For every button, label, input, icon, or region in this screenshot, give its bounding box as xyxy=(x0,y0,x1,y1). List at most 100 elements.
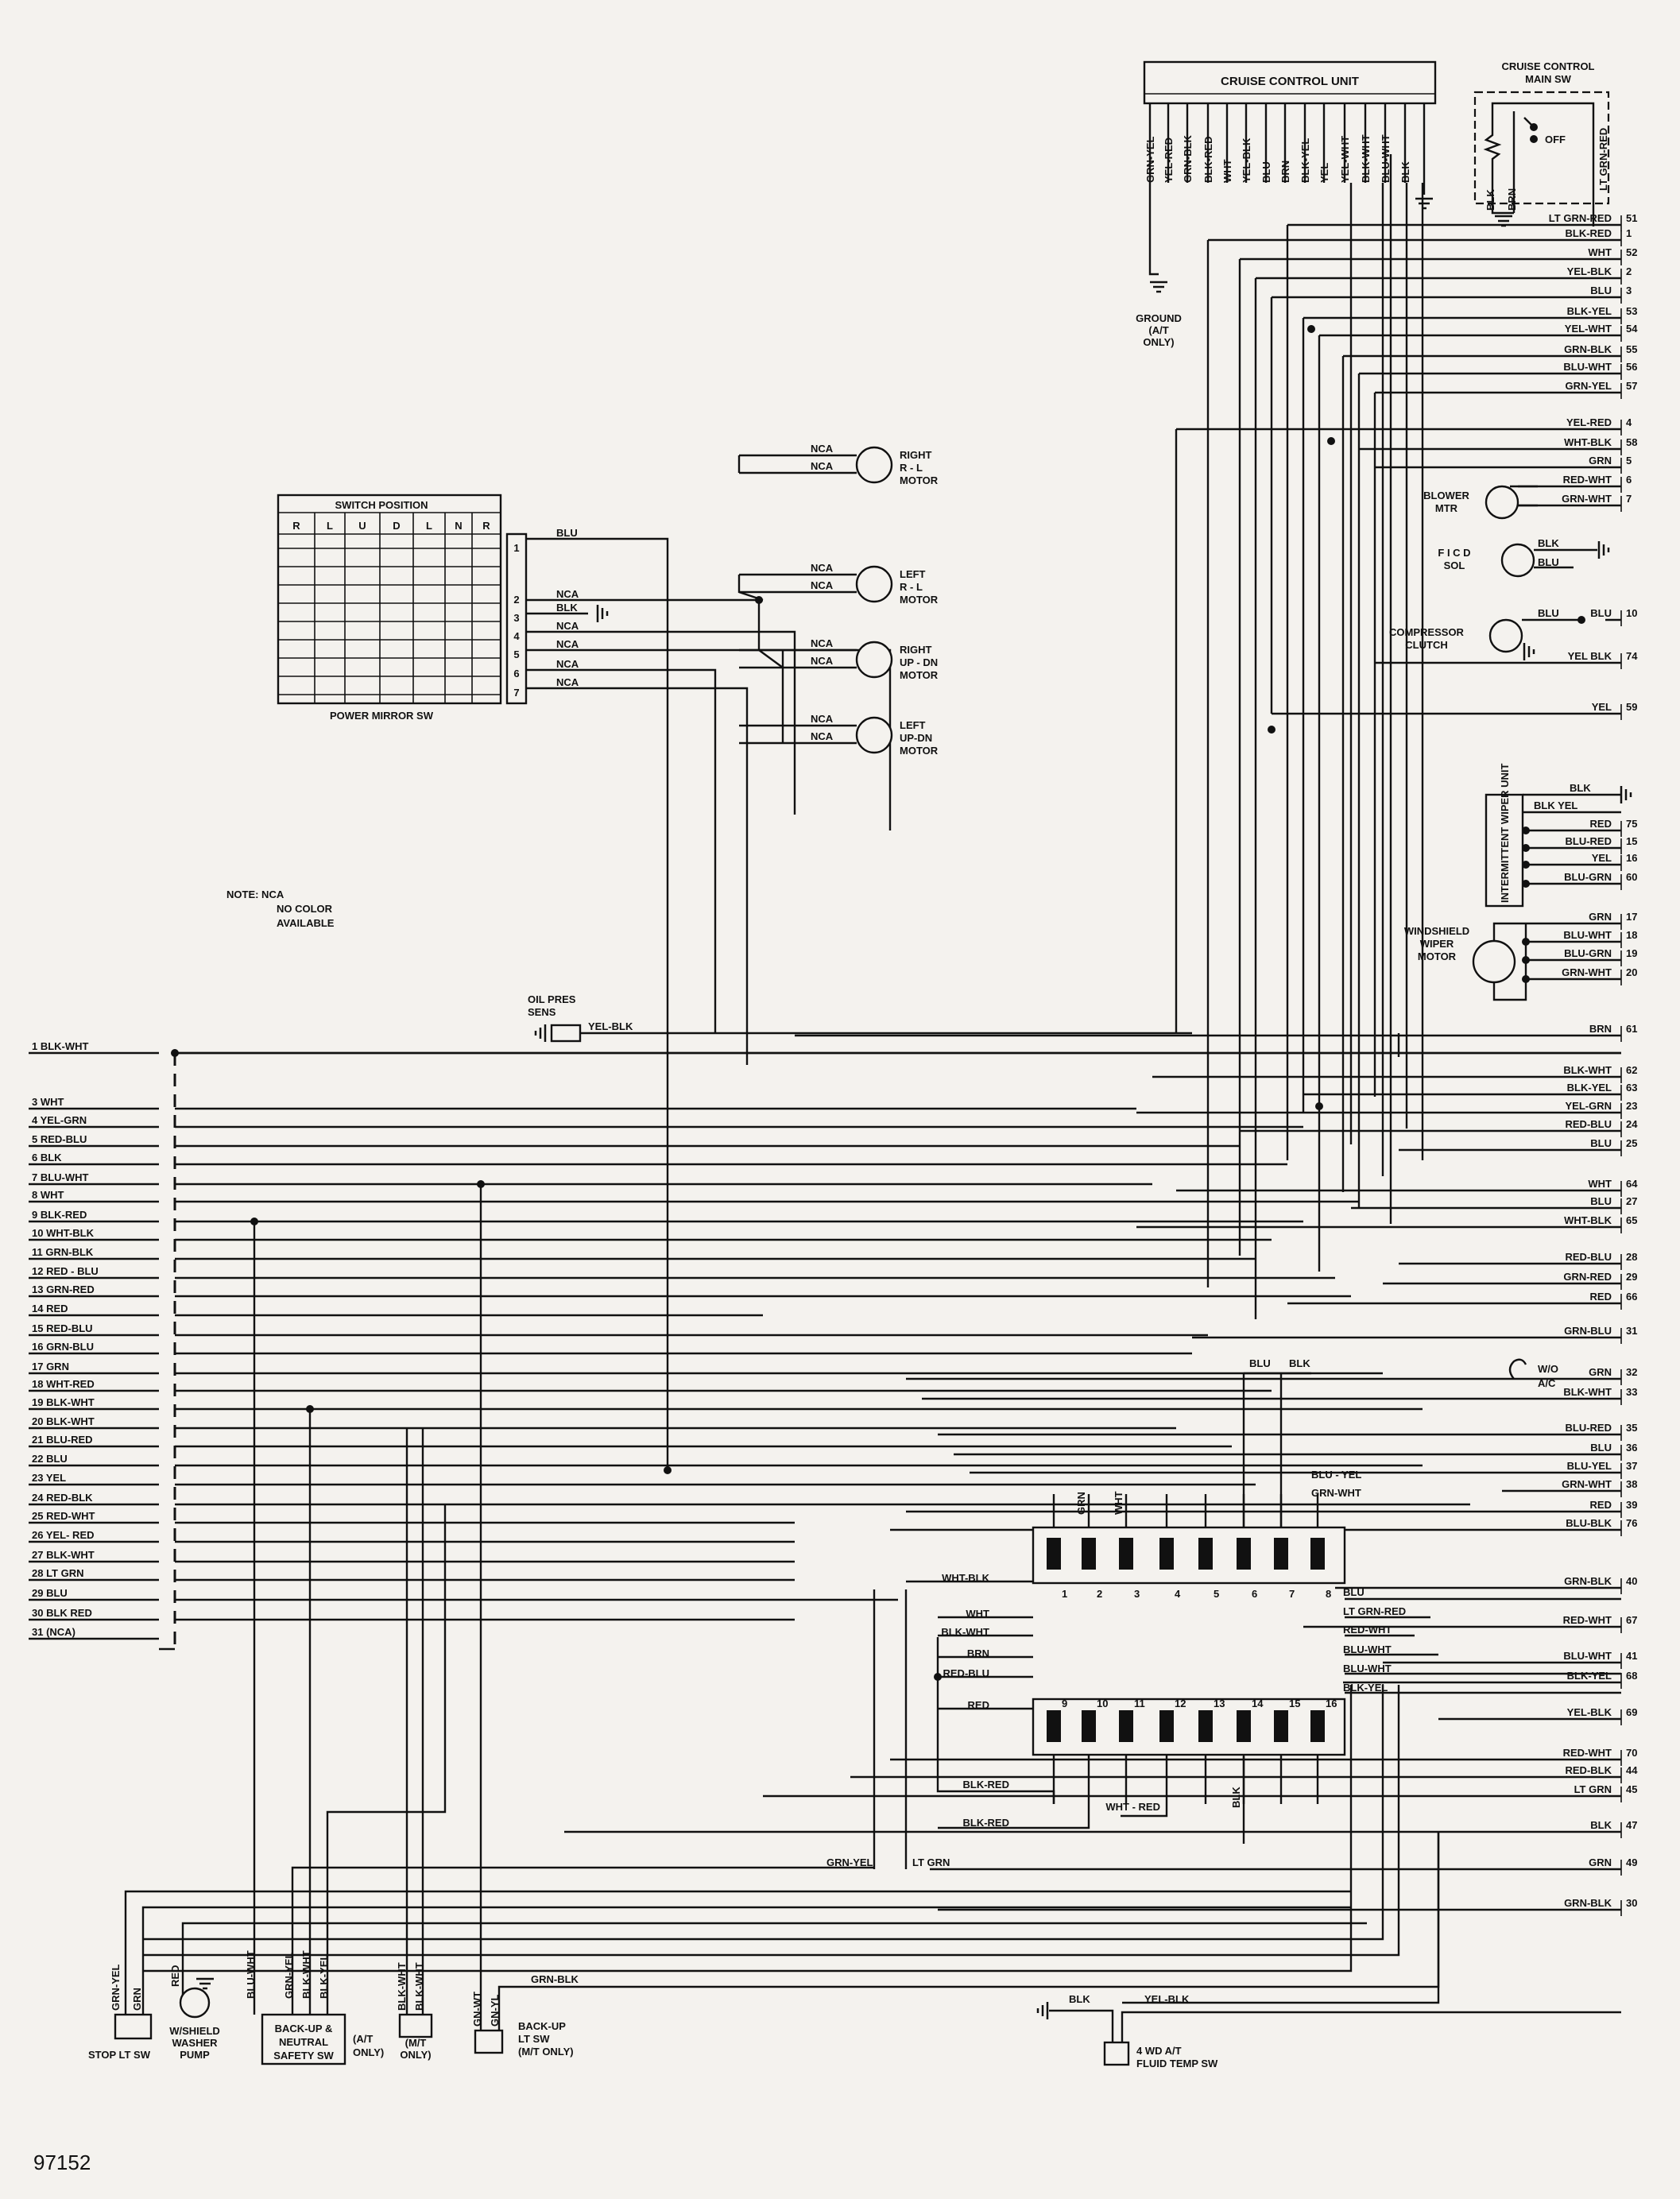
right-connector-wire-label: BLU xyxy=(1590,1137,1612,1149)
ground-icon xyxy=(1036,2002,1049,2019)
right-connector-wire-label: RED xyxy=(1590,1499,1612,1511)
right-connector-num: 27 xyxy=(1626,1195,1637,1207)
connector-pin xyxy=(1237,1710,1251,1742)
right-connector-num: 66 xyxy=(1626,1291,1637,1303)
right-connector-wire-label: BLU-WHT xyxy=(1563,1650,1612,1662)
cruise-unit-wire-label: GRN-YEL xyxy=(1144,136,1156,183)
right-connector-num: 75 xyxy=(1626,818,1637,830)
mirror-motor-label: RIGHT xyxy=(900,644,932,656)
connector-pin xyxy=(1198,1710,1213,1742)
left-connector-label: 15 RED-BLU xyxy=(32,1322,93,1334)
mirror-motor-wire-label: NCA xyxy=(811,637,834,649)
wo-ac-symbol xyxy=(1508,1358,1527,1380)
backup-neutral-note: ONLY) xyxy=(353,2046,384,2058)
ficd-label: F I C D xyxy=(1438,547,1470,559)
backup-neutral-wire-label: BLK-YEL xyxy=(318,1954,330,1999)
connector-pin xyxy=(1274,1538,1288,1570)
left-connector-label: 8 WHT xyxy=(32,1189,64,1201)
backup-lt-wire xyxy=(497,1832,1440,2031)
backup-neutral-wire-label: GRN-YEL xyxy=(283,1952,295,1999)
right-connector-wire-label: RED-WHT xyxy=(1563,474,1612,486)
right-connector-num: 5 xyxy=(1626,455,1632,467)
junction-dot xyxy=(1522,956,1530,964)
right-connector-wire-label: RED xyxy=(1590,818,1612,830)
right-connector-num: 2 xyxy=(1626,265,1632,277)
cruise-unit-wire-label: BLU-WHT xyxy=(1380,134,1392,183)
right-connector-num: 41 xyxy=(1626,1650,1637,1662)
right-connector-num: 1 xyxy=(1626,227,1632,239)
connector-pin xyxy=(1047,1710,1061,1742)
stop-lt-wire xyxy=(141,1906,1351,2015)
power-mirror-wire-label: NCA xyxy=(556,658,579,670)
ficd-wire-label: BLU xyxy=(1538,556,1559,568)
junction-dot xyxy=(1522,861,1530,869)
ficd-label: SOL xyxy=(1444,559,1465,571)
right-connector-num: 51 xyxy=(1626,212,1637,224)
connector-top-right-label: BLU - YEL xyxy=(1311,1469,1361,1481)
mirror-motor-label: MOTOR xyxy=(900,594,939,606)
connector-pin-number: 16 xyxy=(1326,1698,1337,1709)
right-connector-wire-label: WHT-BLK xyxy=(1564,1214,1612,1226)
switch-position-label: L xyxy=(327,520,333,532)
right-connector-wire-label: BLU-RED xyxy=(1566,1422,1612,1434)
right-connector-num: 65 xyxy=(1626,1214,1637,1226)
wiper-unit-wire-label: BLK YEL xyxy=(1534,799,1577,811)
ground-wire xyxy=(1148,183,1159,276)
power-mirror-wire xyxy=(526,630,796,815)
right-connector-wire-label: YEL-RED xyxy=(1566,416,1612,428)
junction-dot xyxy=(250,1218,258,1225)
right-connector-num: 16 xyxy=(1626,852,1637,864)
right-connector-wire-label: BRN xyxy=(1589,1023,1612,1035)
cruise-main-sw-wire xyxy=(1491,102,1595,226)
windshield-wiper-motor-icon xyxy=(1472,939,1516,984)
right-connector-wire-label: BLU-GRN xyxy=(1564,871,1612,883)
mirror-motor-wire-label: NCA xyxy=(811,579,834,591)
junction-dot xyxy=(1522,844,1530,852)
left-connector-label: 18 WHT-RED xyxy=(32,1378,95,1390)
mirror-motor-wire-label: NCA xyxy=(811,562,834,574)
oil-pres-label: SENS xyxy=(528,1006,556,1018)
connector-pin-number: 1 xyxy=(1062,1588,1067,1600)
power-mirror-pin: 6 xyxy=(513,668,519,679)
washer-wire xyxy=(181,1922,1367,1995)
fluid-temp-sw xyxy=(1103,2041,1130,2066)
right-connector-num: 30 xyxy=(1626,1897,1637,1909)
right-connector-num: 17 xyxy=(1626,911,1637,923)
fluid-temp-route xyxy=(1122,1832,1440,2004)
right-connector-num: 49 xyxy=(1626,1856,1637,1868)
washer-label: WASHER xyxy=(172,2037,218,2049)
right-connector-wire-label: GRN-BLK xyxy=(1564,343,1612,355)
right-connector-wire-label: BLU-YEL xyxy=(1567,1460,1612,1472)
return-wire xyxy=(143,1685,1384,1941)
right-connector-wire-label: GRN-WHT xyxy=(1562,1478,1612,1490)
power-mirror-pin: 7 xyxy=(513,687,519,699)
right-connector-wire-label: GRN-BLK xyxy=(1564,1897,1612,1909)
stop-lt-wire-label: GRN-YEL xyxy=(110,1964,122,2011)
left-connector-label: 21 BLU-RED xyxy=(32,1434,93,1446)
wiper-motor-label: WIPER xyxy=(1420,938,1454,950)
cruise-unit-wire-label: GRN-BLK xyxy=(1182,134,1194,183)
wire-layer xyxy=(29,102,1622,2042)
mirror-motor-icon xyxy=(855,446,893,484)
right-connector-num: 60 xyxy=(1626,871,1637,883)
switch-position-title: SWITCH POSITION xyxy=(335,499,428,511)
cruise-main-sw-off-label: OFF xyxy=(1545,134,1566,145)
washer-label: W/SHIELD xyxy=(169,2025,220,2037)
connector-bottom-label: BLK xyxy=(1230,1787,1242,1808)
right-connector-wire-label: GRN xyxy=(1589,455,1612,467)
right-connector-wire-label: RED-WHT xyxy=(1563,1614,1612,1626)
connector-right-label: BLU xyxy=(1343,1586,1365,1598)
right-connector-num: 33 xyxy=(1626,1386,1637,1398)
right-connector-num: 63 xyxy=(1626,1082,1637,1094)
right-connector-num: 40 xyxy=(1626,1575,1637,1587)
stop-lt-sw xyxy=(114,2013,153,2040)
ground-label: GROUND xyxy=(1136,312,1182,324)
right-connector-wire-label: GRN xyxy=(1589,1856,1612,1868)
power-mirror-blu-wire xyxy=(526,537,669,1470)
right-connector-wire-label: BLK-RED xyxy=(1566,227,1612,239)
power-mirror-wire-label: NCA xyxy=(556,620,579,632)
mirror-motor-label: MOTOR xyxy=(900,669,939,681)
left-connector-label: 22 BLU xyxy=(32,1453,68,1465)
wiper-unit-label: INTERMITTENT WIPER UNIT xyxy=(1499,763,1511,903)
